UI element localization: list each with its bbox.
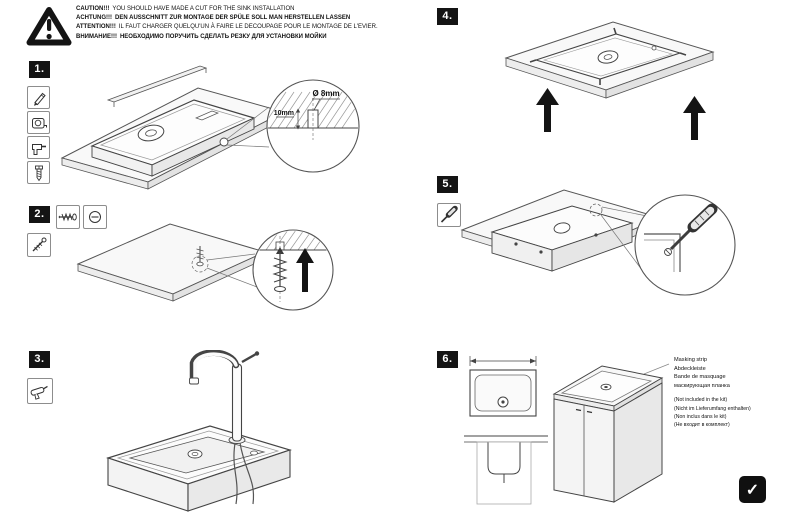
kitchen-sink (106, 425, 292, 512)
kit-note-en: (Not included in the kit) (674, 397, 728, 404)
faucet-lever (241, 352, 257, 364)
pencil-icon (33, 92, 46, 106)
warning-line-en: CAUTION!!!YOU SHOULD HAVE MADE A CUT FOR… (76, 6, 295, 12)
up-arrow-left (536, 88, 559, 132)
step-6-cabinet (552, 363, 670, 503)
masking-strip-label-en: Masking strip (674, 357, 707, 363)
masking-strip-label-ru: маскирующая планка (674, 382, 730, 389)
drill-tool-box (27, 136, 50, 159)
faucet (189, 350, 260, 444)
faucet-hoses (233, 442, 255, 505)
step-4-badge: 4. (437, 8, 458, 25)
vanity-cabinet (552, 365, 664, 503)
countertop-corner (76, 223, 267, 302)
width-dimension-arrow (469, 356, 537, 366)
step-5-illustration (460, 189, 736, 296)
warning-line-fr: ATTENTION!!!IL FAUT CHARGER QUELQU'UN À … (76, 24, 378, 31)
masking-strip-label-de: Abdeckleiste (674, 365, 706, 372)
kit-note-fr: (Non inclus dans le kit) (674, 413, 727, 420)
drill-point-marker (219, 137, 229, 147)
step-4-illustration (504, 21, 715, 140)
tape-measure-tool-box (27, 111, 50, 134)
masking-strip-leader (643, 363, 670, 375)
warning-triangle-icon (26, 5, 72, 52)
spring-screw-icon (58, 212, 77, 222)
drill-icon (31, 143, 46, 155)
screwdriver-zoom (669, 203, 718, 251)
step-3-illustration (106, 350, 292, 512)
zoom-circle-spring-screw (252, 229, 334, 311)
mounting-screw-box (27, 233, 51, 257)
check-icon: ✓ (745, 481, 760, 499)
sealant-gun-box (27, 378, 53, 404)
warning-text: CAUTION!!!YOU SHOULD HAVE MADE A CUT FOR… (76, 5, 378, 42)
step-2-illustration (76, 223, 334, 311)
screw-head-part-box (83, 205, 107, 229)
screw-tool-box (27, 161, 50, 184)
spring-screw-part-box (56, 205, 80, 229)
sink-mounted-under (529, 27, 687, 85)
step-1-illustration: Ø 8mm 10mm (60, 65, 360, 190)
countertop-with-sink (460, 189, 663, 272)
step-1-badge: 1. (29, 61, 50, 78)
spring-screw-zoom (272, 236, 288, 302)
up-arrow-right (683, 96, 706, 140)
up-arrow (296, 248, 314, 292)
warning-line-ru: ВНИМАНИЕ!!!НЕОБХОДИМО ПОРУЧИТЬ СДЕЛАТЬ Р… (76, 33, 327, 40)
mounting-screw-icon (32, 237, 47, 252)
screwdriver-icon (440, 205, 458, 223)
screw-icon (34, 165, 43, 181)
sink-top-view (469, 369, 537, 417)
tape-measure-icon (31, 117, 47, 128)
hole-diameter-label: Ø 8mm (312, 89, 339, 98)
done-checkbox: ✓ (739, 476, 766, 503)
kit-note-ru: (Не входит в комплект) (674, 421, 730, 428)
step-6-views (464, 356, 548, 505)
hole-depth-label: 10mm (274, 110, 294, 117)
sealant-gun-icon (30, 385, 48, 400)
pencil-tool-box (27, 86, 50, 109)
kit-note-de: (Nicht im Lieferumfang enthalten) (674, 405, 751, 412)
step-3-badge: 3. (29, 351, 50, 368)
screwdriver-tool-box (437, 203, 461, 227)
fastening-point-marker (589, 203, 603, 217)
zoom-circle-screwdriver (634, 194, 736, 296)
screw-head-icon (89, 211, 101, 223)
masking-strip-note: Masking strip Abdeckleiste Bande de masq… (674, 356, 798, 429)
step-2-badge: 2. (29, 206, 50, 223)
masking-strip-label-fr: Bande de masquage (674, 374, 726, 381)
sink-side-view (464, 435, 548, 505)
step-6-badge: 6. (437, 351, 458, 368)
warning-line-de: ACHTUNG!!!DEN AUSSCHNITT ZUR MONTAGE DER… (76, 15, 351, 22)
drain-hole (553, 222, 571, 234)
sink-bottom-view (90, 99, 256, 177)
screw-position-marker (191, 255, 209, 273)
step-5-badge: 5. (437, 176, 458, 193)
